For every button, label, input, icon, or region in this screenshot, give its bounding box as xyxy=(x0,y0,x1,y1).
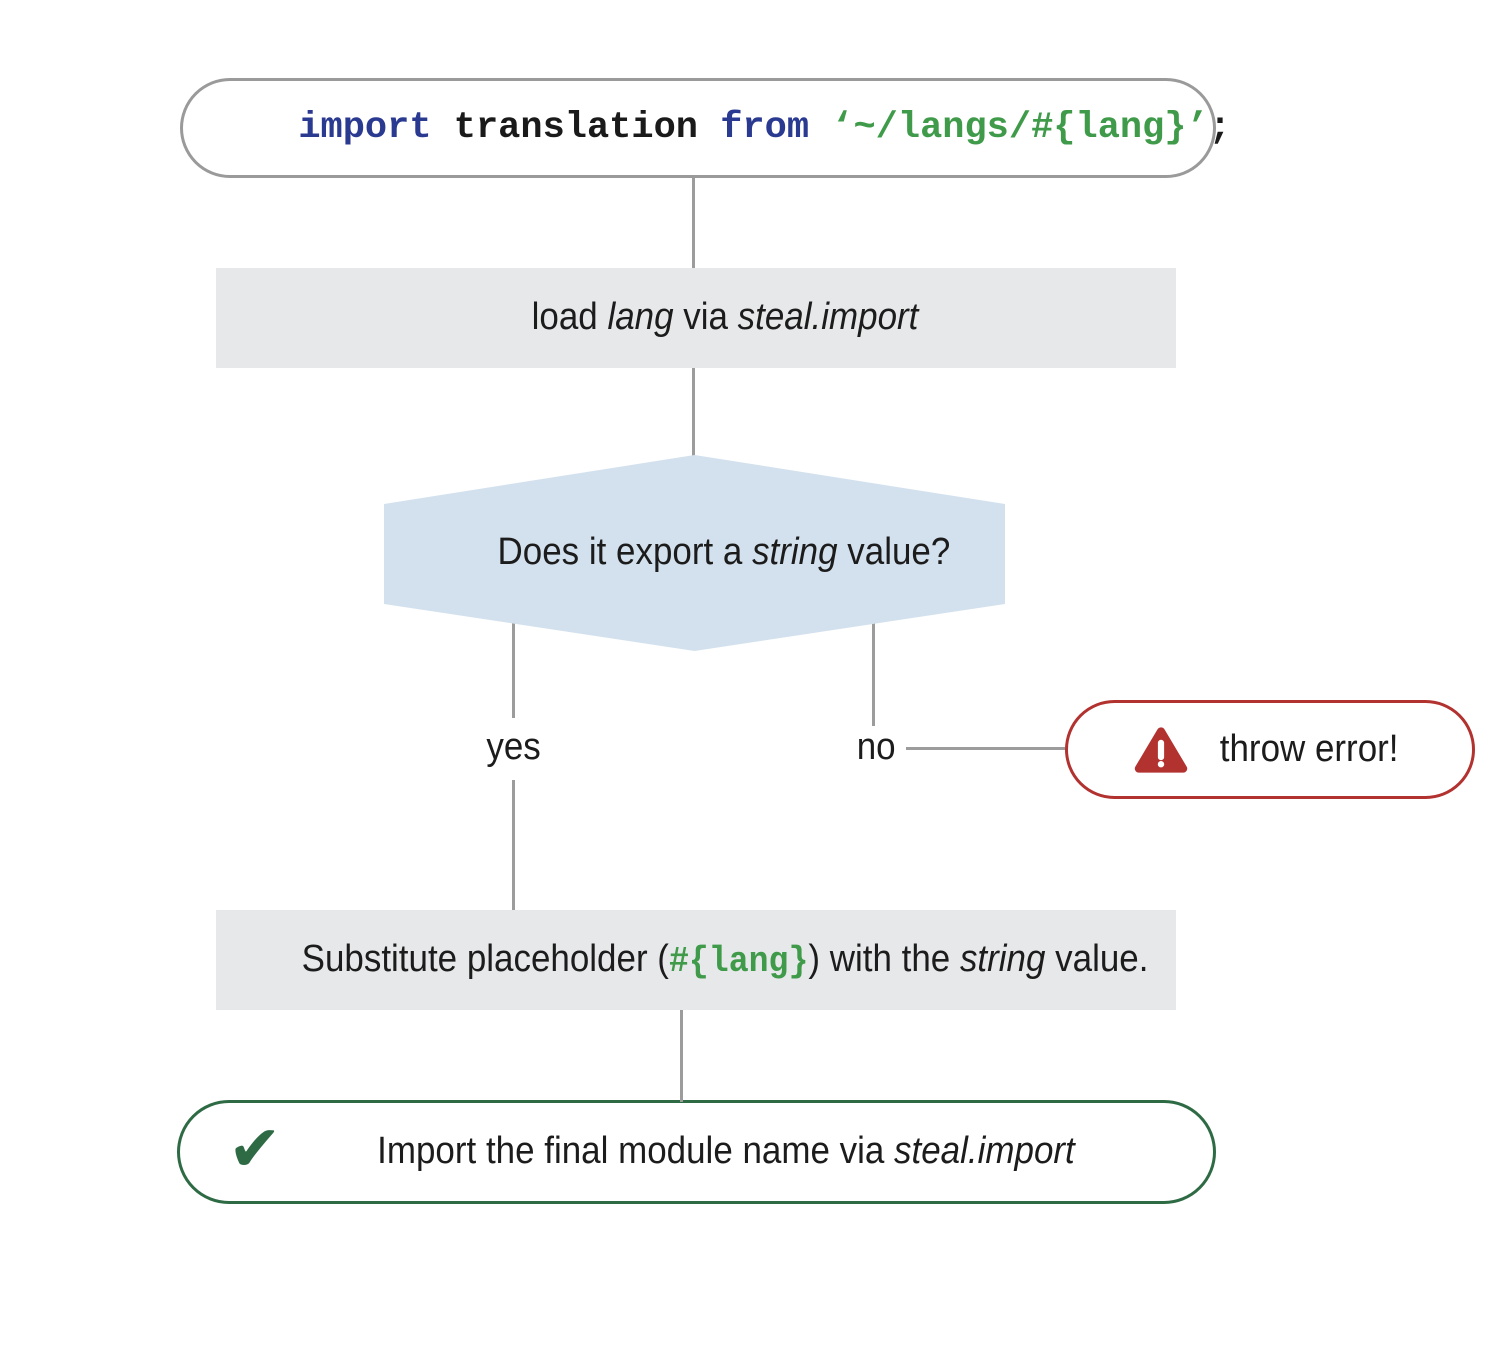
code-statement: import translation from ‘~/langs/#{lang}… xyxy=(165,65,1231,191)
decision-hexagon: Does it export a string value? xyxy=(384,455,1005,651)
decision-label: Does it export a string value? xyxy=(497,531,951,574)
substitute-step-box: Substitute placeholder (#{lang}) with th… xyxy=(216,910,1176,1010)
code-statement-box: import translation from ‘~/langs/#{lang}… xyxy=(180,78,1231,178)
code-token-import: import xyxy=(298,107,432,149)
connector-decision-to-yes xyxy=(512,606,515,718)
code-token-translation: translation xyxy=(431,107,721,149)
code-token-path-string: ‘~/langs/#{lang}’ xyxy=(831,107,1209,149)
connector-code-to-load xyxy=(692,178,695,268)
load-step-label: load lang via steal.import xyxy=(531,296,919,339)
code-token-space xyxy=(809,107,831,149)
error-box: throw error! xyxy=(1065,700,1475,799)
load-step-box: load lang via steal.import xyxy=(216,268,1176,368)
error-label: throw error! xyxy=(1219,727,1399,770)
branch-label-no: no xyxy=(856,726,896,769)
success-box: ✔ Import the final module name via steal… xyxy=(177,1100,1216,1204)
connector-decision-to-no xyxy=(872,606,875,726)
connector-substitute-to-import xyxy=(680,1010,683,1102)
connector-yes-to-substitute xyxy=(512,780,515,910)
substitute-step-label: Substitute placeholder (#{lang}) with th… xyxy=(301,937,1149,982)
connector-load-to-decision xyxy=(692,368,695,456)
branch-label-yes: yes xyxy=(486,726,542,769)
success-label: Import the final module name via steal.i… xyxy=(376,1130,1075,1173)
warning-triangle-icon xyxy=(1134,726,1188,774)
code-token-semicolon: ; xyxy=(1208,107,1231,149)
check-icon: ✔ xyxy=(228,1112,282,1187)
connector-no-to-error xyxy=(906,747,1065,750)
code-token-from: from xyxy=(720,107,810,149)
